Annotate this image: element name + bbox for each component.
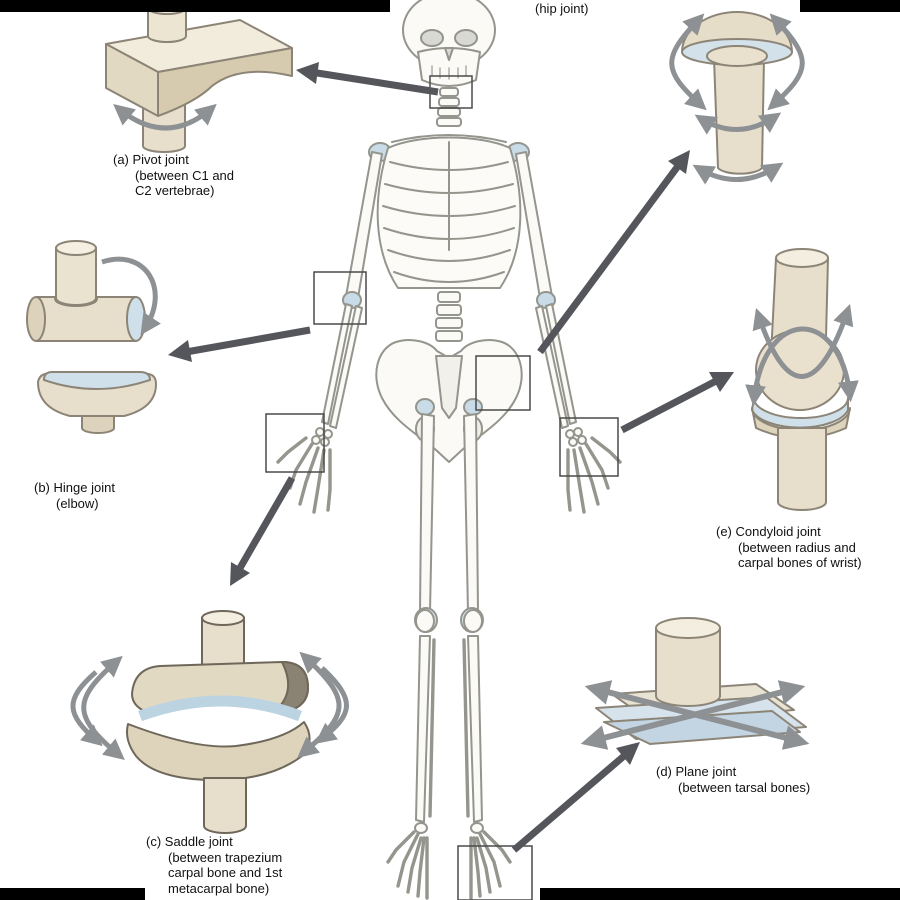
caption-line: (between tarsal bones) bbox=[678, 779, 811, 795]
callout-arrow-plane-icon bbox=[511, 742, 640, 853]
hip-joint-icon bbox=[463, 398, 483, 416]
caption-line: (e) Condyloid joint bbox=[716, 524, 821, 539]
caption-line: carpal bone and 1st bbox=[168, 865, 283, 880]
letterbox-bar-top-right bbox=[800, 0, 900, 12]
callout-arrow-hinge-icon bbox=[168, 326, 311, 362]
plane-joint-illustration bbox=[580, 617, 810, 750]
left-leg bbox=[386, 413, 438, 900]
caption-condyloid-joint: (e) Condyloid joint (between radius and … bbox=[716, 524, 862, 571]
highlight-box-elbow bbox=[313, 271, 367, 325]
right-arm bbox=[515, 151, 622, 514]
caption-line: C2 vertebrae) bbox=[135, 183, 215, 198]
rib-cage bbox=[376, 136, 522, 289]
rotation-arrow-icon bbox=[669, 13, 805, 185]
eye-socket-icon bbox=[454, 29, 478, 47]
caption-line: metacarpal bone) bbox=[168, 880, 270, 896]
rotation-arrow-icon bbox=[113, 103, 217, 131]
letterbox-bar-bottom-right bbox=[540, 888, 900, 900]
caption-hinge-joint: (b) Hinge joint (elbow) bbox=[34, 480, 115, 511]
right-foot bbox=[469, 830, 512, 900]
slide-arrow-icon bbox=[580, 680, 810, 750]
cervical-spine bbox=[436, 87, 462, 127]
right-leg bbox=[460, 413, 512, 900]
rotation-arrow-icon bbox=[101, 256, 161, 336]
caption-pivot-joint: (a) Pivot joint (between C1 and C2 verte… bbox=[113, 152, 234, 199]
highlight-box-left-wrist bbox=[265, 413, 325, 473]
patella-icon bbox=[463, 609, 483, 633]
caption-line: (between trapezium bbox=[168, 849, 283, 865]
caption-line: (c) Saddle joint bbox=[146, 834, 233, 849]
letterbox-bar-bottom-left bbox=[0, 888, 145, 900]
caption-line: (between C1 and bbox=[135, 167, 235, 183]
patella-icon bbox=[415, 609, 435, 633]
caption-line: (b) Hinge joint bbox=[34, 480, 115, 495]
left-hand bbox=[276, 436, 332, 514]
eye-socket-icon bbox=[420, 29, 444, 47]
saddle-joint-illustration bbox=[70, 610, 349, 834]
callout-arrow-ball-socket-icon bbox=[537, 150, 690, 355]
clavicles bbox=[391, 134, 507, 143]
caption-line: (d) Plane joint bbox=[656, 764, 737, 779]
hinge-joint-illustration bbox=[26, 240, 161, 434]
hip-joint-icon bbox=[415, 398, 435, 416]
caption-line: (hip joint) bbox=[535, 1, 589, 16]
highlight-box-right-wrist bbox=[559, 417, 619, 477]
condyloid-joint-illustration bbox=[745, 248, 859, 511]
callout-arrow-pivot-icon bbox=[296, 62, 439, 96]
rotation-arrow-icon bbox=[745, 304, 859, 407]
caption-plane-joint: (d) Plane joint (between tarsal bones) bbox=[656, 764, 810, 795]
highlight-box-hip bbox=[475, 355, 531, 411]
highlight-box-foot bbox=[457, 845, 533, 900]
caption-line: (a) Pivot joint bbox=[113, 152, 189, 167]
caption-saddle-joint: (c) Saddle joint (between trapezium carp… bbox=[146, 834, 282, 896]
caption-line: (elbow) bbox=[56, 495, 99, 511]
skeleton-figure bbox=[276, 0, 622, 900]
nasal-aperture-icon bbox=[444, 47, 454, 61]
pivot-joint-illustration bbox=[105, 1, 293, 153]
callout-arrow-condyloid-icon bbox=[620, 372, 734, 434]
caption-line: (between radius and bbox=[738, 539, 856, 555]
callout-arrow-saddle-icon bbox=[230, 476, 296, 586]
pelvis bbox=[375, 339, 523, 463]
sacrum bbox=[435, 355, 463, 419]
lumbar-spine bbox=[435, 291, 463, 342]
rotation-arrow-icon bbox=[70, 651, 349, 761]
skull bbox=[402, 0, 496, 87]
letterbox-bar-top-left bbox=[0, 0, 390, 12]
right-hand bbox=[566, 436, 622, 514]
ball-socket-joint-illustration bbox=[669, 11, 805, 185]
left-foot bbox=[386, 830, 429, 900]
caption-ball-socket-joint: (hip joint) bbox=[535, 1, 588, 17]
caption-line: carpal bones of wrist) bbox=[738, 555, 862, 570]
callout-arrows bbox=[168, 62, 734, 853]
